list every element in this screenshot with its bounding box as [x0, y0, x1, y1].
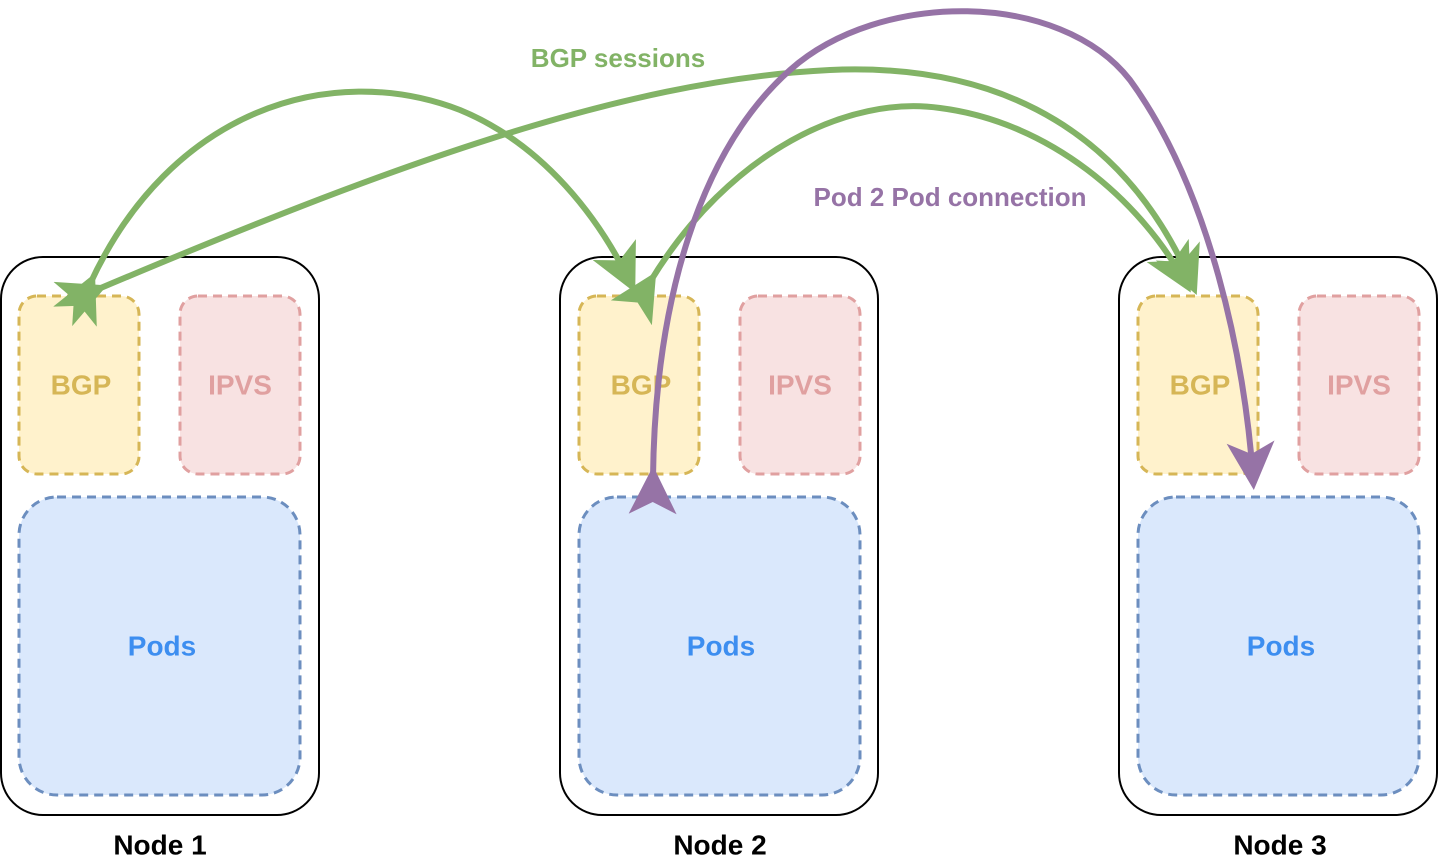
node-2-ipvs-box — [738, 294, 862, 476]
node-1-ipvs-label: IPVS — [208, 369, 272, 400]
bgp-session-node2-node3 — [610, 103, 1191, 326]
node-3-pods-box — [1136, 495, 1421, 797]
node-3-ipvs-label: IPVS — [1327, 369, 1391, 400]
node-2-ipvs-label: IPVS — [768, 369, 832, 400]
node-3-pods-label: Pods — [1247, 630, 1315, 661]
pod-connection-node2-node3 — [628, 8, 1275, 515]
node-3: BGP IPVS Pods Node 3 — [1118, 256, 1438, 860]
node-1-pods-label: Pods — [128, 630, 196, 661]
node-1-bgp-label: BGP — [51, 369, 112, 400]
node-3-bgp-box — [1136, 294, 1260, 476]
node-2-pods-box — [577, 495, 862, 797]
node-2-title: Node 2 — [673, 829, 766, 860]
node-2-bgp-box — [577, 294, 701, 476]
node-2: BGP IPVS Pods Node 2 — [559, 256, 879, 860]
node-1-pods-box — [17, 495, 302, 797]
node-1-bgp-box — [17, 294, 141, 476]
pod-connection-label: Pod 2 Pod connection — [813, 182, 1086, 212]
bgp-sessions-label: BGP sessions — [531, 43, 705, 73]
node-1-ipvs-box — [178, 294, 302, 476]
node-2-pods-label: Pods — [687, 630, 755, 661]
node-3-ipvs-box — [1297, 294, 1421, 476]
node-3-bgp-label: BGP — [1170, 369, 1231, 400]
node-1: BGP IPVS Pods Node 1 — [0, 256, 320, 860]
bgp-session-node1-node2 — [53, 88, 636, 327]
node-1-title: Node 1 — [113, 829, 206, 860]
node-3-title: Node 3 — [1233, 829, 1326, 860]
